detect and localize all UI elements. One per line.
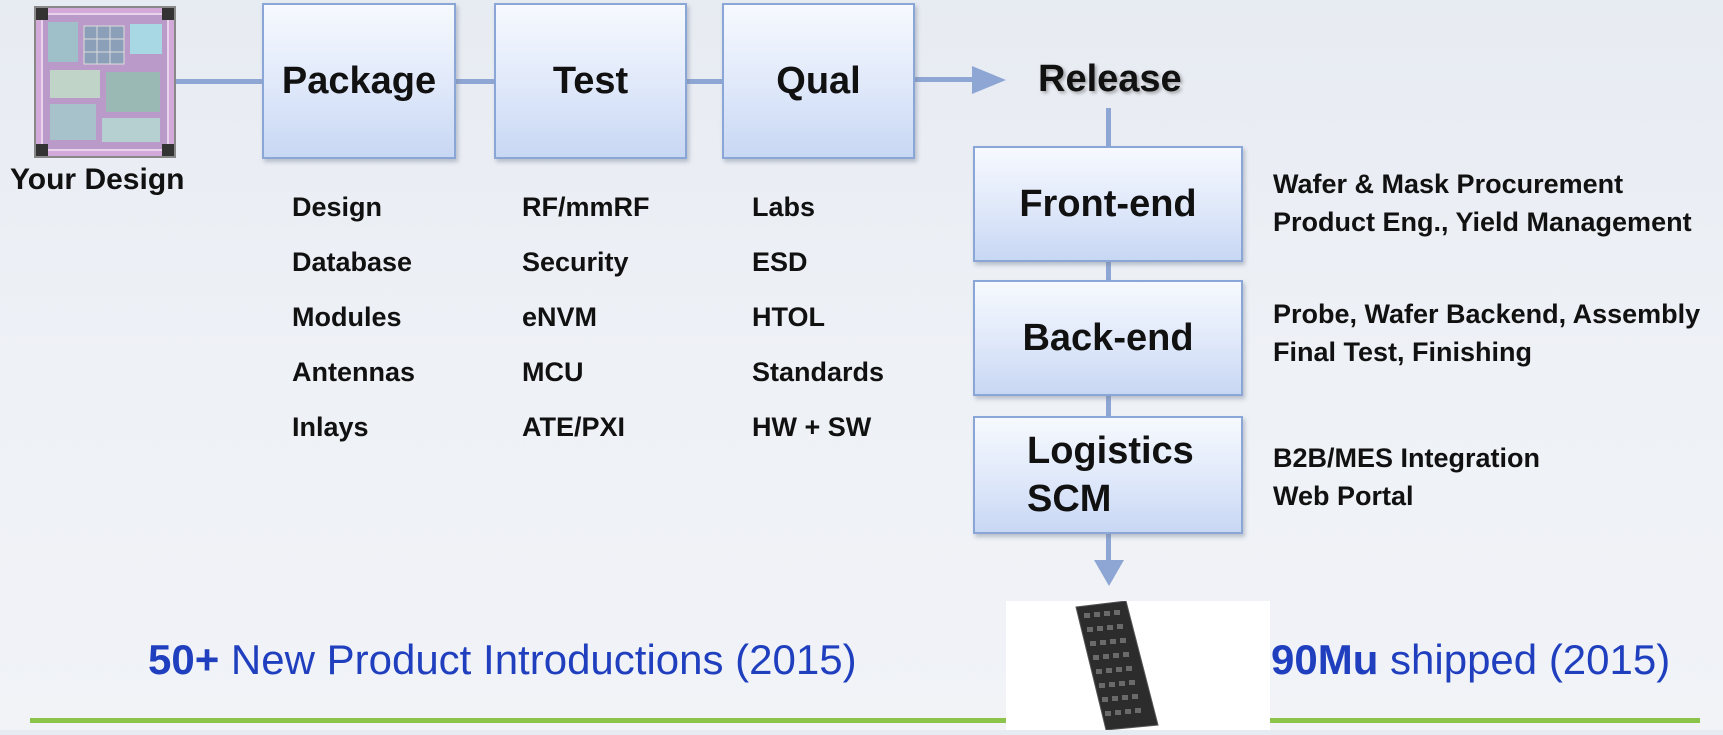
test-capabilities-list: RF/mmRF Security eNVM MCU ATE/PXI [522,180,650,455]
connector-backend-logistics [1106,394,1111,416]
release-label: Release [1038,58,1182,100]
npi-stat-number: 50+ [148,636,220,683]
list-item: Antennas [292,357,416,387]
connector-package-test [455,79,497,84]
frontend-label: Front-end [1019,182,1197,225]
list-item: Modules [292,302,402,332]
logistics-box: Logistics SCM [973,416,1243,534]
npi-stat: 50+ New Product Introductions (2015) [148,636,857,684]
bottom-rule [30,718,1700,723]
chip-layout-graphic [36,8,174,156]
frontend-description: Wafer & Mask Procurement Product Eng., Y… [1273,165,1692,241]
backend-description: Probe, Wafer Backend, Assembly Final Tes… [1273,295,1700,371]
backend-label: Back-end [1022,316,1194,359]
list-item: HW + SW [752,412,872,442]
list-item: MCU [522,357,584,387]
logistics-description: B2B/MES Integration Web Portal [1273,439,1540,515]
qual-capabilities-list: Labs ESD HTOL Standards HW + SW [752,180,884,455]
your-design-label: Your Design [10,163,185,196]
description-line: B2B/MES Integration [1273,443,1541,473]
list-item: Labs [752,192,816,222]
package-box: Package [262,3,456,159]
shipped-stat-text: shipped (2015) [1378,636,1671,683]
list-item: ESD [752,247,808,277]
shipped-stat-number: 90Mu [1271,636,1379,683]
arrow-right-icon [972,66,1006,94]
connector-release-frontend [1106,108,1111,148]
product-tray-image [1006,600,1270,731]
connector-test-qual [686,79,724,84]
list-item: HTOL [752,302,825,332]
list-item: ATE/PXI [522,412,626,442]
shipped-stat: 90Mu shipped (2015) [1271,636,1670,684]
connector-frontend-backend [1106,260,1111,282]
qual-box: Qual [722,3,915,159]
package-capabilities-list: Design Database Modules Antennas Inlays [292,180,415,455]
chip-die-image [34,6,176,158]
list-item: Standards [752,357,885,387]
test-box: Test [494,3,687,159]
list-item: Security [522,247,629,277]
npi-stat-text: New Product Introductions (2015) [219,636,857,683]
arrow-down-icon [1094,560,1124,586]
connector-design-package [176,79,264,84]
description-line: Wafer & Mask Procurement [1273,169,1624,199]
frontend-box: Front-end [973,146,1243,262]
connector-qual-release [914,77,974,82]
description-line: Probe, Wafer Backend, Assembly [1273,299,1701,329]
backend-box: Back-end [973,280,1243,396]
chip-tray-graphic [1075,600,1159,731]
list-item: Design [292,192,383,222]
logistics-label-line2: SCM [1027,478,1112,520]
list-item: Inlays [292,412,369,442]
list-item: eNVM [522,302,598,332]
connector-logistics-product [1106,532,1111,566]
logistics-label-line1: Logistics [1027,430,1194,472]
description-line: Web Portal [1273,481,1414,511]
description-line: Product Eng., Yield Management [1273,207,1692,237]
list-item: Database [292,247,413,277]
list-item: RF/mmRF [522,192,650,222]
description-line: Final Test, Finishing [1273,337,1533,367]
